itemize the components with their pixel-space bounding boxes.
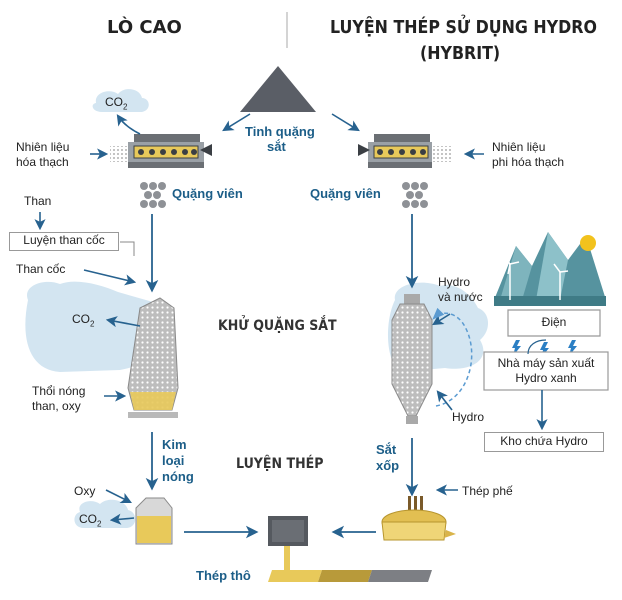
fossil-fuel-line1: Nhiên liệu xyxy=(16,140,70,154)
co2-converter-label: CO2 xyxy=(79,512,102,529)
sponge-line2: xốp xyxy=(376,458,400,473)
pelletizer-right xyxy=(358,134,452,168)
cloud-left-middle xyxy=(25,281,160,372)
shaft-furnace xyxy=(391,294,433,424)
blast-furnace xyxy=(127,297,179,418)
steelmaking-label: LUYỆN THÉP xyxy=(236,456,324,472)
storage-box: Kho chứa Hydro xyxy=(484,432,604,452)
ore-label-line2: sắt xyxy=(267,139,286,154)
pellets-right-label: Quặng viên xyxy=(310,186,381,201)
pellets-right xyxy=(402,182,428,208)
inject-line2: than, oxy xyxy=(32,399,81,413)
coking-box: Luyện than cốc xyxy=(9,232,119,251)
hydro-water-line2: và nước xyxy=(438,290,483,304)
coke-label: Than cốc xyxy=(16,262,66,276)
oxygen-label: Oxy xyxy=(74,484,96,498)
fossil-fuel-line2: hóa thạch xyxy=(16,155,69,169)
cloud-right-box xyxy=(507,309,601,337)
iron-ore-pile xyxy=(240,66,316,112)
non-fossil-line1: Nhiên liệu xyxy=(492,140,546,154)
co2-top-label: CO2 xyxy=(105,95,128,112)
crude-steel-label: Thép thô xyxy=(196,568,251,583)
inject-line1: Thổi nóng xyxy=(32,384,86,398)
right-title-line2: (HYBRIT) xyxy=(420,43,501,64)
hydro-label: Hydro xyxy=(452,410,485,424)
electric-arc-furnace xyxy=(381,496,456,541)
non-fossil-line2: phi hóa thạch xyxy=(492,155,565,169)
green-hydrogen-plant-box xyxy=(483,351,609,391)
electricity-label: Điện xyxy=(541,315,567,329)
right-title-line1: LUYỆN THÉP SỬ DỤNG HYDRO xyxy=(330,17,597,38)
green-plant-line2: Hydro xanh xyxy=(515,371,577,385)
continuous-caster xyxy=(268,516,432,582)
left-title: LÒ CAO xyxy=(107,17,182,38)
reduction-label: KHỬ QUẶNG SẮT xyxy=(218,318,337,334)
pellets-left-label: Quặng viên xyxy=(172,186,243,201)
scrap-label: Thép phế xyxy=(462,484,513,498)
cloud-left-top xyxy=(92,89,149,112)
pelletizer-left xyxy=(110,134,212,168)
basic-oxygen-converter xyxy=(135,497,173,545)
hot-metal-line1: Kim xyxy=(162,437,187,452)
green-plant-line1: Nhà máy sản xuất xyxy=(497,356,595,370)
sponge-line1: Sắt xyxy=(376,442,397,457)
renewable-energy-landscape xyxy=(494,232,606,306)
ore-label-line1: Tinh quặng xyxy=(245,124,315,139)
hot-metal-line2: loại xyxy=(162,453,185,468)
hydro-water-line1: Hydro xyxy=(438,275,471,289)
hot-metal-line3: nóng xyxy=(162,469,194,484)
co2-furnace-label: CO2 xyxy=(72,312,95,329)
pellets-left xyxy=(140,182,166,208)
coal-label: Than xyxy=(24,194,52,208)
